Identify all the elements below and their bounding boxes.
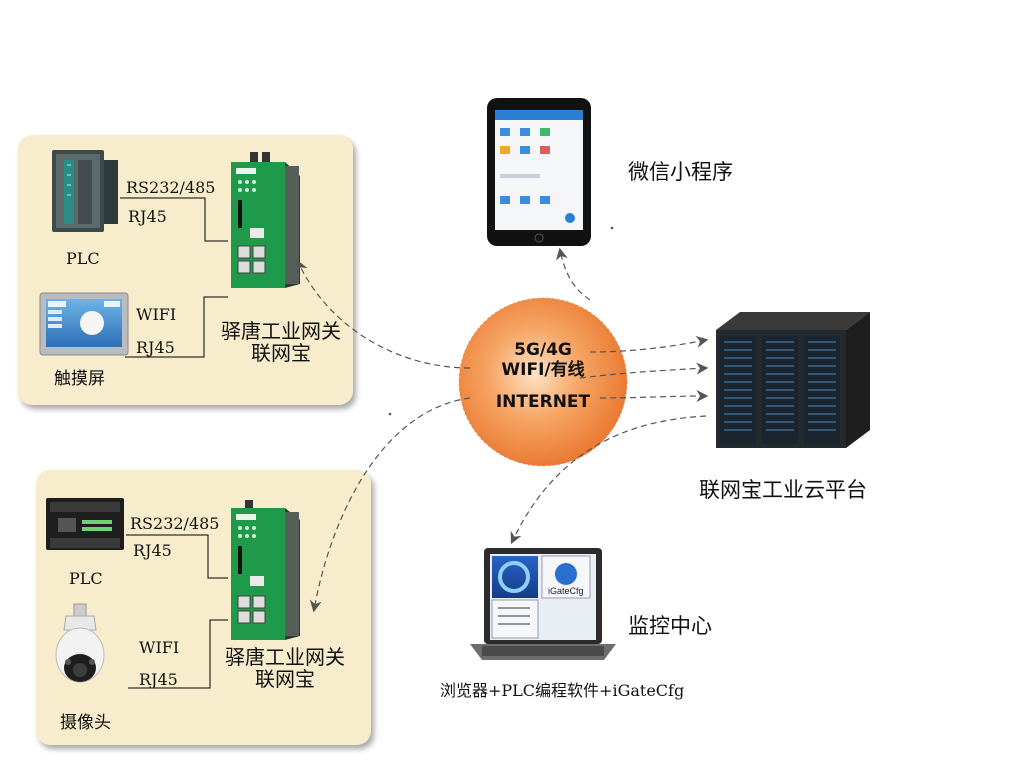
- touchscreen-icon: [39, 292, 129, 356]
- server-rack-icon: [716, 312, 870, 448]
- plc-device-icon: [52, 150, 118, 232]
- bottom-rj45-label-1: RJ45: [133, 541, 172, 560]
- monitor-software-label: 浏览器+PLC编程软件+iGateCfg: [440, 681, 685, 700]
- connection-arrows: [296, 247, 709, 613]
- bottom-gateway-label-line1: 驿唐工业网关: [225, 645, 345, 669]
- gateway-device-icon: [231, 152, 300, 288]
- laptop-igatecfg-label: iGateCfg: [548, 586, 584, 596]
- bottom-wifi-label: WIFI: [139, 638, 180, 657]
- tablet-icon: [487, 98, 591, 246]
- wechat-label: 微信小程序: [628, 160, 733, 184]
- globe-line1: 5G/4G: [514, 340, 572, 360]
- bottom-serial-label: RS232/485: [130, 514, 220, 533]
- bottom-gateway-label-line2: 联网宝: [255, 667, 315, 691]
- gateway-device-icon-bottom: [231, 500, 300, 640]
- bottom-rj45-label-2: RJ45: [139, 670, 178, 689]
- internet-globe: [459, 298, 627, 466]
- bottom-gateway-label: 驿唐工业网关 联网宝: [215, 646, 355, 690]
- globe-label: 5G/4G WIFI/有线 INTERNET: [463, 340, 623, 412]
- cloud-platform-label: 联网宝工业云平台: [699, 478, 867, 502]
- top-serial-label: RS232/485: [126, 178, 216, 197]
- laptop-icon: [470, 548, 616, 660]
- top-gateway-label: 驿唐工业网关 联网宝: [211, 320, 351, 364]
- top-rj45-label-1: RJ45: [128, 207, 167, 226]
- top-plc-label: PLC: [66, 249, 100, 268]
- top-gateway-label-line1: 驿唐工业网关: [221, 319, 341, 343]
- top-rj45-label-2: RJ45: [136, 338, 175, 357]
- globe-line2: WIFI/有线: [501, 360, 585, 380]
- top-gateway-label-line2: 联网宝: [251, 341, 311, 365]
- monitor-center-label: 监控中心: [628, 614, 712, 638]
- top-wifi-label: WIFI: [136, 305, 177, 324]
- globe-line3: INTERNET: [495, 392, 591, 412]
- touchscreen-label: 触摸屏: [54, 369, 105, 389]
- plc-device-icon-bottom: [46, 498, 124, 550]
- dome-camera-icon: [55, 603, 105, 683]
- bottom-plc-label: PLC: [69, 569, 103, 588]
- camera-label: 摄像头: [60, 713, 111, 733]
